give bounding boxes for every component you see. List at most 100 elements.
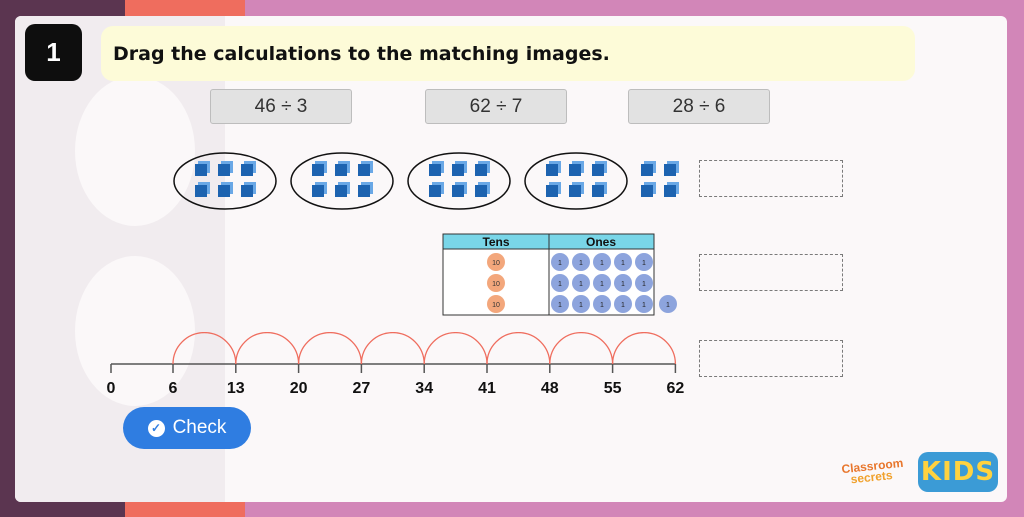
- one-counter-label: 1: [579, 302, 583, 309]
- drop-zone-3[interactable]: [699, 340, 843, 377]
- cube: [475, 182, 490, 197]
- jump-arc: [360, 332, 425, 365]
- number-line-tick-label: 41: [478, 380, 496, 397]
- kids-logo: KIDS: [918, 452, 998, 492]
- one-counter: [659, 295, 677, 313]
- cube: [241, 161, 256, 176]
- cube: [335, 182, 350, 197]
- cube: [641, 161, 656, 176]
- cube: [429, 161, 444, 176]
- group-oval: [524, 152, 628, 210]
- one-counter: [593, 274, 611, 292]
- one-counter-label: 1: [621, 281, 625, 288]
- jump-arc: [423, 332, 488, 365]
- one-counter: [635, 274, 653, 292]
- check-button[interactable]: ✓ Check: [123, 407, 251, 449]
- number-line-tick-label: 13: [227, 380, 245, 397]
- cube: [429, 182, 444, 197]
- cube: [592, 161, 607, 176]
- one-counter-label: 1: [621, 260, 625, 267]
- jump-arc: [486, 332, 551, 365]
- one-counter-label: 1: [558, 281, 562, 288]
- number-line-tick-label: 20: [290, 380, 308, 397]
- cube: [592, 182, 607, 197]
- group-oval: [173, 152, 277, 210]
- cube: [452, 161, 467, 176]
- one-counter: [551, 274, 569, 292]
- number-line-tick-label: 55: [604, 380, 622, 397]
- one-counter: [635, 253, 653, 271]
- ten-counter: [487, 253, 505, 271]
- one-counter: [572, 253, 590, 271]
- drop-zone-1[interactable]: [699, 160, 843, 197]
- ten-counter: [487, 295, 505, 313]
- ten-counter-label: 10: [492, 281, 500, 288]
- calculation-card-2[interactable]: 62 ÷ 7: [425, 89, 567, 124]
- cube: [312, 182, 327, 197]
- cube: [241, 182, 256, 197]
- drop-zone-2[interactable]: [699, 254, 843, 291]
- cube: [358, 182, 373, 197]
- cube: [312, 161, 327, 176]
- calculation-card-1[interactable]: 46 ÷ 3: [210, 89, 352, 124]
- one-counter-label: 1: [558, 260, 562, 267]
- cube: [218, 182, 233, 197]
- jump-arc: [611, 332, 677, 365]
- one-counter: [614, 274, 632, 292]
- one-counter: [551, 253, 569, 271]
- one-counter-label: 1: [621, 302, 625, 309]
- ten-counter-label: 10: [492, 302, 500, 309]
- ten-counter: [487, 274, 505, 292]
- tens-header: Tens: [482, 235, 509, 249]
- one-counter: [614, 295, 632, 313]
- cube: [546, 161, 561, 176]
- cube: [195, 182, 210, 197]
- one-counter-label: 1: [579, 260, 583, 267]
- one-counter-label: 1: [600, 302, 604, 309]
- question-number: 1: [25, 24, 82, 81]
- one-counter: [572, 295, 590, 313]
- calculation-card-3[interactable]: 28 ÷ 6: [628, 89, 770, 124]
- group-oval: [407, 152, 511, 210]
- cube: [569, 161, 584, 176]
- cube: [218, 161, 233, 176]
- jump-arc: [235, 332, 300, 365]
- number-line-tick-label: 48: [541, 380, 559, 397]
- one-counter: [551, 295, 569, 313]
- ones-header: Ones: [586, 235, 616, 249]
- question-panel: [15, 16, 1007, 502]
- cube: [664, 182, 679, 197]
- one-counter-label: 1: [600, 260, 604, 267]
- cube: [195, 161, 210, 176]
- check-button-label: Check: [172, 417, 227, 438]
- check-circle-icon: ✓: [147, 419, 165, 437]
- cube: [641, 182, 656, 197]
- jump-arc: [549, 332, 614, 365]
- cube: [452, 182, 467, 197]
- cube: [664, 161, 679, 176]
- number-line-tick-label: 34: [415, 380, 433, 397]
- one-counter: [593, 253, 611, 271]
- cube: [569, 182, 584, 197]
- group-oval: [290, 152, 394, 210]
- number-line-tick-label: 6: [169, 380, 178, 397]
- jump-arc: [297, 332, 363, 365]
- one-counter: [572, 274, 590, 292]
- grouped-cubes-image: [173, 152, 679, 210]
- one-counter-label: 1: [579, 281, 583, 288]
- number-line-tick-label: 62: [667, 380, 685, 397]
- one-counter: [635, 295, 653, 313]
- cube: [546, 182, 561, 197]
- one-counter-label: 1: [558, 302, 562, 309]
- cube: [358, 161, 373, 176]
- number-line-tick-label: 27: [353, 380, 371, 397]
- one-counter-label: 1: [642, 281, 646, 288]
- one-counter-label: 1: [600, 281, 604, 288]
- cube: [475, 161, 490, 176]
- cube: [335, 161, 350, 176]
- one-counter-label: 1: [666, 302, 670, 309]
- jump-arc: [172, 332, 237, 365]
- ten-counter-label: 10: [492, 260, 500, 267]
